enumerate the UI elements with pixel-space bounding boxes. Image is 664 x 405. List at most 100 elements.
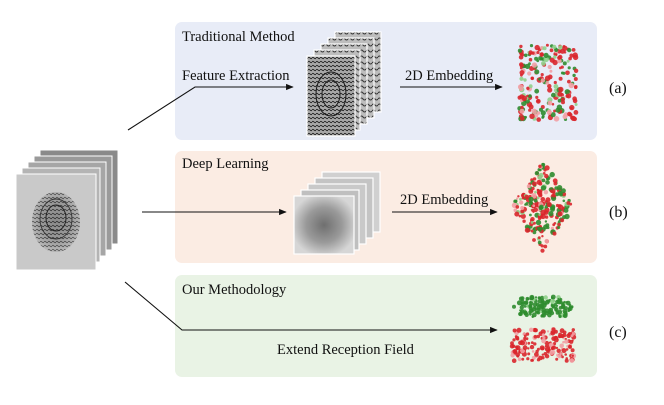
scatter-point-b <box>515 205 520 209</box>
scatter-point-c-green <box>550 294 556 300</box>
scatter-point-a <box>531 62 538 68</box>
scatter-point-a <box>524 53 528 58</box>
embedding-label-a: 2D Embedding <box>405 68 493 84</box>
scatter-point-b <box>549 171 555 178</box>
scatter-point-a <box>550 112 556 118</box>
scatter-point-a <box>540 78 545 83</box>
scatter-point-b <box>540 185 547 191</box>
scatter-point-c-red <box>559 352 562 356</box>
scatter-point-c-red <box>529 327 534 332</box>
scatter-point-c-red <box>569 339 574 344</box>
scatter-point-c-red <box>556 348 561 353</box>
scatter-point-b <box>514 199 518 203</box>
scatter-point-a <box>519 63 524 68</box>
scatter-point-b <box>513 208 518 212</box>
scatter-point-b <box>519 197 522 201</box>
scatter-point-a <box>574 103 578 106</box>
scatter-point-b <box>560 218 565 223</box>
scatter-point-a <box>540 73 544 77</box>
scatter-point-c-red <box>555 357 559 361</box>
scatter-point-c-red <box>532 327 538 333</box>
scatter-point-b <box>537 175 541 180</box>
scatter-point-c-green <box>519 305 524 310</box>
scatter-point-a <box>536 50 540 55</box>
scatter-point-b <box>519 200 524 205</box>
scatter-point-b <box>530 229 534 233</box>
scatter-point-a <box>549 69 553 73</box>
scatter-point-c-green <box>540 298 545 303</box>
scatter-point-c-green <box>546 299 551 304</box>
scatter-point-a <box>534 113 539 118</box>
scatter-point-b <box>540 248 545 253</box>
panel-c-title: Our Methodology <box>182 282 287 298</box>
scatter-point-c-green <box>519 312 522 316</box>
scatter-point-c-red <box>570 334 574 338</box>
scatter-point-a <box>553 55 557 59</box>
scatter-point-c-green <box>512 304 516 309</box>
scatter-point-c-green <box>543 295 548 300</box>
scatter-point-c-red <box>557 334 562 339</box>
scatter-point-a <box>553 80 557 85</box>
scatter-point-a <box>557 91 563 97</box>
scatter-point-c-red <box>525 332 530 336</box>
scatter-point-b <box>561 188 566 194</box>
scatter-point-a <box>567 66 571 70</box>
scatter-point-c-green <box>567 307 572 312</box>
scatter-point-c-red <box>536 334 540 339</box>
scatter-point-c-green <box>526 297 529 301</box>
scatter-point-c-red <box>539 345 545 351</box>
scatter-point-b <box>522 219 526 223</box>
scatter-point-b <box>552 178 558 184</box>
scatter-point-c-green <box>547 309 553 315</box>
scatter-point-b <box>516 197 519 200</box>
scatter-point-b <box>557 190 563 196</box>
scatter-point-c-red <box>525 337 529 341</box>
scatter-point-c-green <box>529 308 534 314</box>
scatter-point-a <box>519 70 525 76</box>
scatter-point-a <box>558 86 564 93</box>
scatter-point-c-red <box>512 328 517 333</box>
panel-a-title: Traditional Method <box>182 29 295 45</box>
scatter-point-a <box>557 55 562 60</box>
scatter-point-c-red <box>527 347 530 350</box>
scatter-point-a <box>567 47 572 53</box>
scatter-point-c-red <box>509 343 515 349</box>
scatter-point-b <box>542 172 546 175</box>
scatter-point-b <box>530 217 535 222</box>
scatter-point-c-green <box>528 304 532 309</box>
scatter-point-c-red <box>514 335 518 338</box>
scatter-point-a <box>568 56 572 61</box>
scatter-point-b <box>535 219 542 226</box>
scatter-point-a <box>553 84 559 89</box>
embedding-scatter-a <box>517 43 579 122</box>
scatter-point-b <box>538 168 542 172</box>
scatter-point-a <box>567 111 572 117</box>
scatter-point-a <box>570 115 577 121</box>
scatter-point-a <box>538 56 543 61</box>
scatter-point-b <box>541 235 544 238</box>
scatter-point-c-green <box>520 299 525 305</box>
scatter-point-a <box>567 79 571 84</box>
panel-b-title: Deep Learning <box>182 156 269 172</box>
scatter-point-c-green <box>529 301 534 306</box>
scatter-point-b <box>520 206 525 210</box>
scatter-point-c-red <box>512 349 518 354</box>
scatter-point-c-green <box>524 300 529 305</box>
scatter-point-c-green <box>537 296 541 300</box>
scatter-point-a <box>531 108 537 115</box>
scatter-point-b <box>550 226 555 230</box>
scatter-point-a <box>553 109 557 113</box>
scatter-point-c-green <box>550 299 555 304</box>
scatter-point-c-green <box>563 300 566 304</box>
scatter-point-a <box>557 58 562 64</box>
scatter-point-c-green <box>524 312 529 317</box>
scatter-point-a <box>562 61 567 66</box>
scatter-point-c-red <box>531 350 535 353</box>
scatter-point-a <box>534 44 540 51</box>
scatter-point-a <box>534 88 540 94</box>
scatter-point-c-green <box>558 305 563 310</box>
scatter-point-c-green <box>556 295 561 300</box>
scatter-point-a <box>558 45 563 50</box>
scatter-point-c-green <box>529 294 535 300</box>
scatter-point-c-red <box>568 344 572 349</box>
